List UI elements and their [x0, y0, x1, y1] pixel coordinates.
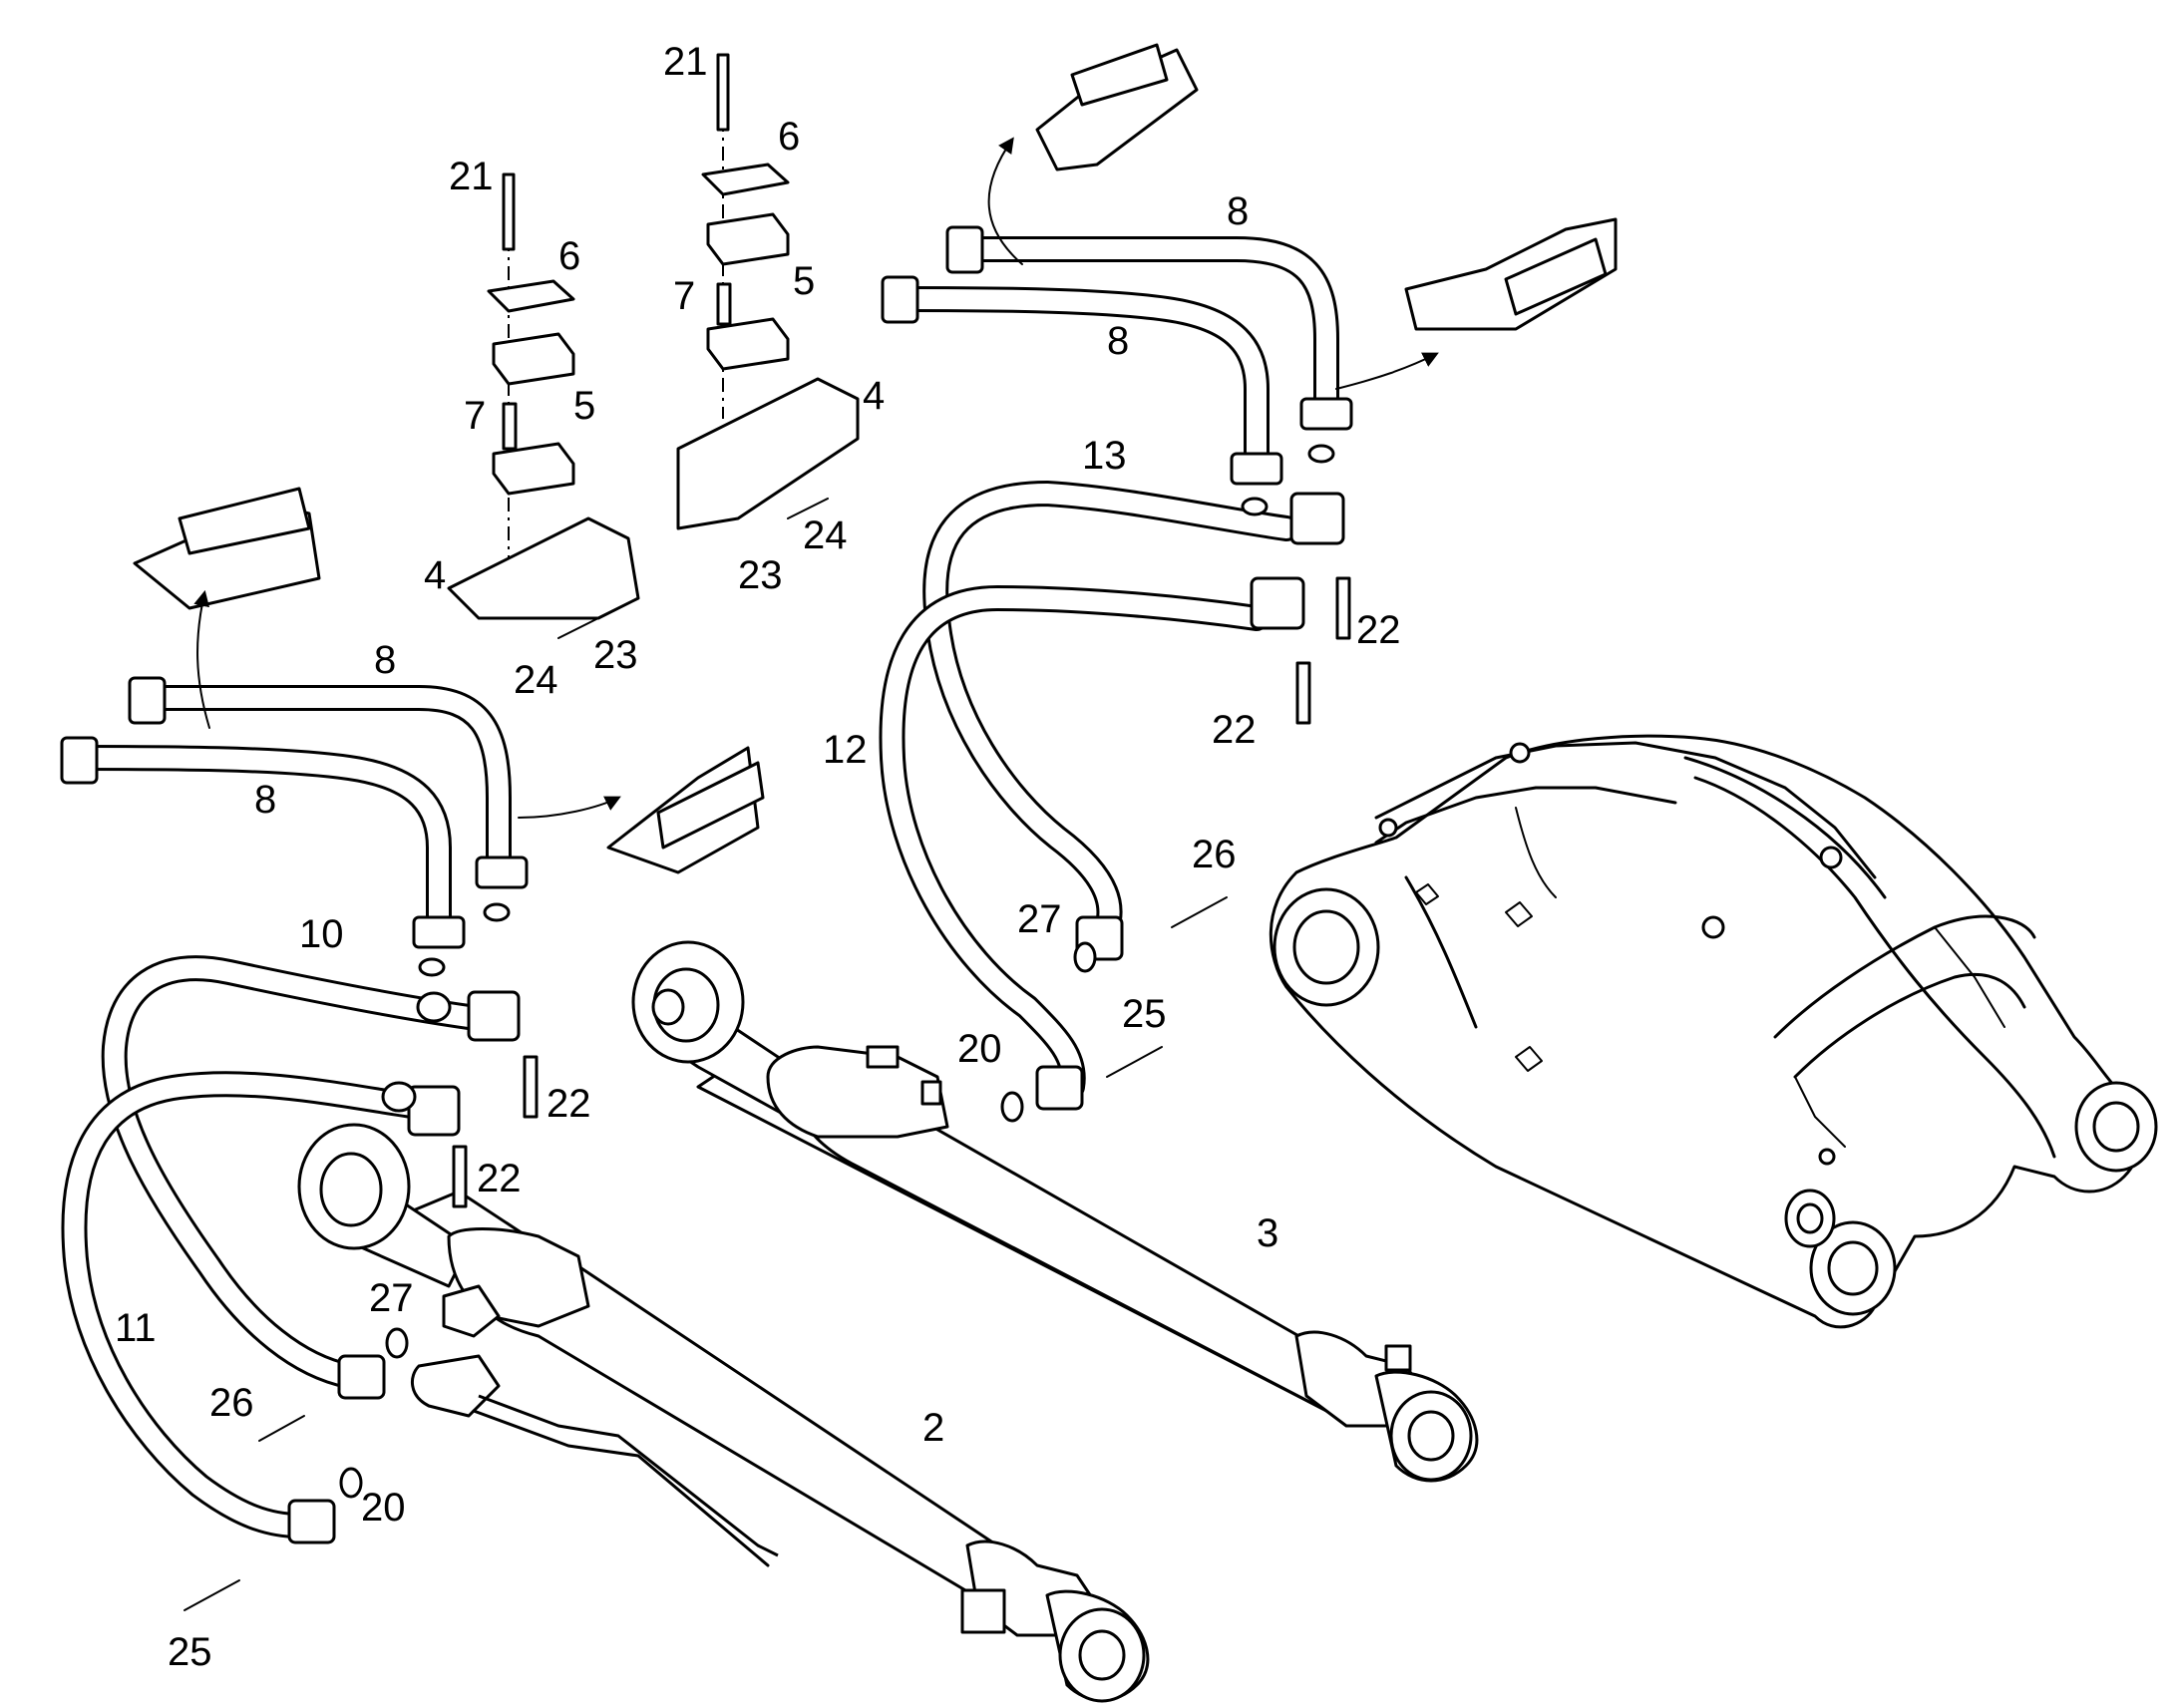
callout-27-right: 27 [1017, 897, 1062, 941]
callout-22-lower-right: 22 [1212, 708, 1257, 752]
callout-24-right: 24 [803, 513, 848, 557]
callout-8-left-upper: 8 [374, 638, 396, 682]
callout-7-right: 7 [673, 274, 695, 318]
callout-12: 12 [823, 728, 868, 772]
callout-3: 3 [1257, 1211, 1278, 1255]
bracket-right [1404, 217, 1618, 331]
hydraulic-cylinder-3 [631, 940, 1479, 1483]
callout-13: 13 [1082, 434, 1127, 478]
callout-21-right: 21 [663, 40, 708, 84]
callout-22-upper-right: 22 [1356, 608, 1401, 652]
bracket-middle [606, 746, 765, 874]
callout-20-right: 20 [957, 1027, 1002, 1071]
boom-arm [1269, 734, 2158, 1329]
callout-4-left: 4 [424, 553, 446, 597]
callout-23-right: 23 [738, 553, 783, 597]
callout-7-left: 7 [464, 394, 486, 438]
callout-6-left: 6 [558, 234, 580, 278]
callout-2: 2 [922, 1406, 944, 1450]
clamp-stack-right [676, 53, 860, 530]
callout-22-upper-left: 22 [546, 1082, 591, 1126]
callout-8-left-lower: 8 [254, 778, 276, 822]
callout-5-left: 5 [573, 384, 595, 428]
callout-8-top-right-lower: 8 [1107, 319, 1129, 363]
callout-21-left: 21 [449, 155, 494, 198]
bracket-upper-left [133, 487, 321, 610]
callout-27-left: 27 [369, 1276, 414, 1320]
callout-11: 11 [115, 1306, 157, 1350]
callout-22-lower-left: 22 [477, 1157, 522, 1200]
callout-25-left: 25 [168, 1630, 212, 1674]
hose-assembly-10-11 [61, 955, 521, 1544]
callout-20-left: 20 [361, 1486, 406, 1530]
callout-4-right: 4 [863, 374, 885, 418]
callout-5-right: 5 [793, 259, 815, 303]
callout-6-right: 6 [778, 115, 800, 159]
callout-8-top-right-upper: 8 [1227, 189, 1249, 233]
callout-23-left: 23 [593, 633, 638, 677]
pipe-assembly-8-left [60, 676, 529, 977]
clamp-stack-left [447, 172, 640, 620]
callout-26-left: 26 [209, 1381, 254, 1425]
hydraulic-cylinder-2 [297, 1123, 1150, 1703]
assembly-arrows [193, 137, 1439, 819]
callout-10: 10 [299, 912, 344, 956]
bracket-top-right [1035, 43, 1199, 171]
hose-assembly-12-13 [879, 481, 1345, 1111]
callout-26-right: 26 [1192, 833, 1237, 876]
callout-25-right: 25 [1122, 992, 1167, 1036]
callout-24-left: 24 [514, 658, 558, 702]
pipe-assembly-8-right [881, 225, 1353, 516]
callout-labels: 21 6 7 5 4 24 23 21 6 7 5 4 24 23 8 8 8 … [115, 40, 1401, 1674]
loose-hardware [183, 498, 1351, 1611]
